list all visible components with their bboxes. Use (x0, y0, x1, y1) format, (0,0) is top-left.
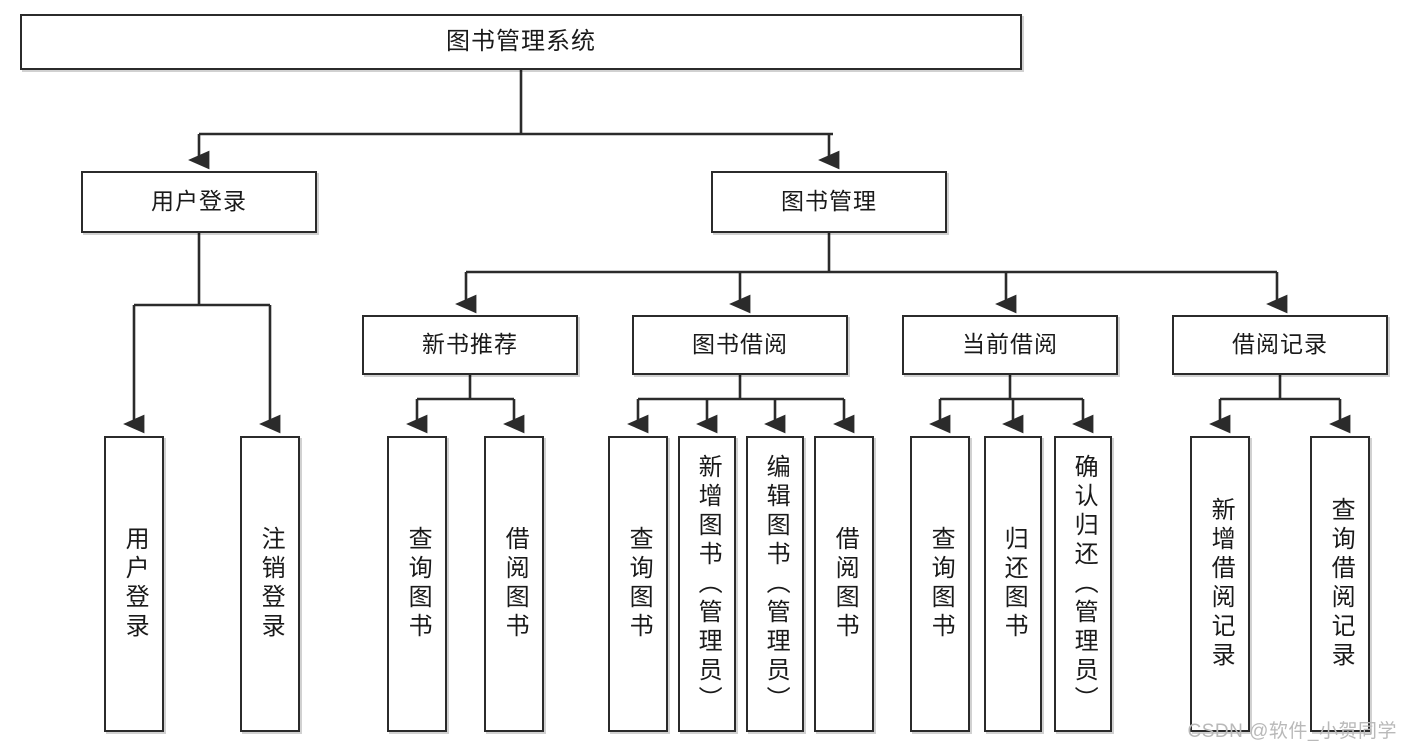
node-leaf-borrow-book-1-label: 借阅图书 (501, 526, 529, 642)
node-borrow-record[interactable]: 借阅记录 (1172, 315, 1388, 375)
node-leaf-user-login-label: 用户登录 (121, 526, 149, 642)
node-current-borrow-label: 当前借阅 (962, 331, 1058, 358)
node-new-book-recommend[interactable]: 新书推荐 (362, 315, 578, 375)
node-user-login[interactable]: 用户登录 (81, 171, 317, 233)
node-leaf-add-book-label: 新增图书（管理员） (694, 453, 722, 715)
node-book-borrow[interactable]: 图书借阅 (632, 315, 848, 375)
node-leaf-confirm-return-label: 确认归还（管理员） (1070, 453, 1098, 715)
connectors-borrow-to-leaves (627, 375, 855, 434)
node-leaf-return-book-label: 归还图书 (1000, 526, 1028, 642)
node-leaf-edit-book-label: 编辑图书（管理员） (762, 453, 790, 715)
node-leaf-add-book[interactable]: 新增图书（管理员） (678, 436, 736, 732)
node-current-borrow[interactable]: 当前借阅 (902, 315, 1118, 375)
node-leaf-confirm-return[interactable]: 确认归还（管理员） (1054, 436, 1112, 732)
node-leaf-edit-book[interactable]: 编辑图书（管理员） (746, 436, 804, 732)
node-leaf-query-record[interactable]: 查询借阅记录 (1310, 436, 1370, 732)
node-root-label: 图书管理系统 (446, 27, 596, 55)
connectors-current-to-leaves (929, 375, 1094, 434)
node-user-login-label: 用户登录 (151, 188, 247, 215)
node-leaf-borrow-book-2-label: 借阅图书 (831, 526, 859, 642)
node-book-manage[interactable]: 图书管理 (711, 171, 947, 233)
node-leaf-borrow-book-2[interactable]: 借阅图书 (814, 436, 874, 732)
node-leaf-query-book-2[interactable]: 查询图书 (608, 436, 668, 732)
node-leaf-add-record-label: 新增借阅记录 (1207, 497, 1235, 671)
node-leaf-logout-label: 注销登录 (257, 526, 285, 642)
connectors-root-to-level1 (188, 70, 840, 170)
node-new-book-recommend-label: 新书推荐 (422, 331, 518, 358)
node-leaf-user-login[interactable]: 用户登录 (104, 436, 164, 732)
connectors-recommend-to-leaves (406, 375, 525, 434)
node-root[interactable]: 图书管理系统 (20, 14, 1022, 70)
node-leaf-add-record[interactable]: 新增借阅记录 (1190, 436, 1250, 732)
node-leaf-query-record-label: 查询借阅记录 (1327, 497, 1355, 671)
node-borrow-record-label: 借阅记录 (1232, 331, 1328, 358)
node-leaf-query-book-1[interactable]: 查询图书 (387, 436, 447, 732)
connectors-bookmanage-to-level2 (455, 233, 1288, 314)
connectors-record-to-leaves (1209, 375, 1351, 434)
node-leaf-query-book-3-label: 查询图书 (927, 526, 955, 642)
connectors-userlogin-to-leaves (123, 233, 281, 434)
node-leaf-borrow-book-1[interactable]: 借阅图书 (484, 436, 544, 732)
node-book-borrow-label: 图书借阅 (692, 331, 788, 358)
node-leaf-return-book[interactable]: 归还图书 (984, 436, 1042, 732)
node-leaf-logout[interactable]: 注销登录 (240, 436, 300, 732)
node-leaf-query-book-1-label: 查询图书 (404, 526, 432, 642)
node-book-manage-label: 图书管理 (781, 188, 877, 215)
node-leaf-query-book-3[interactable]: 查询图书 (910, 436, 970, 732)
node-leaf-query-book-2-label: 查询图书 (625, 526, 653, 642)
